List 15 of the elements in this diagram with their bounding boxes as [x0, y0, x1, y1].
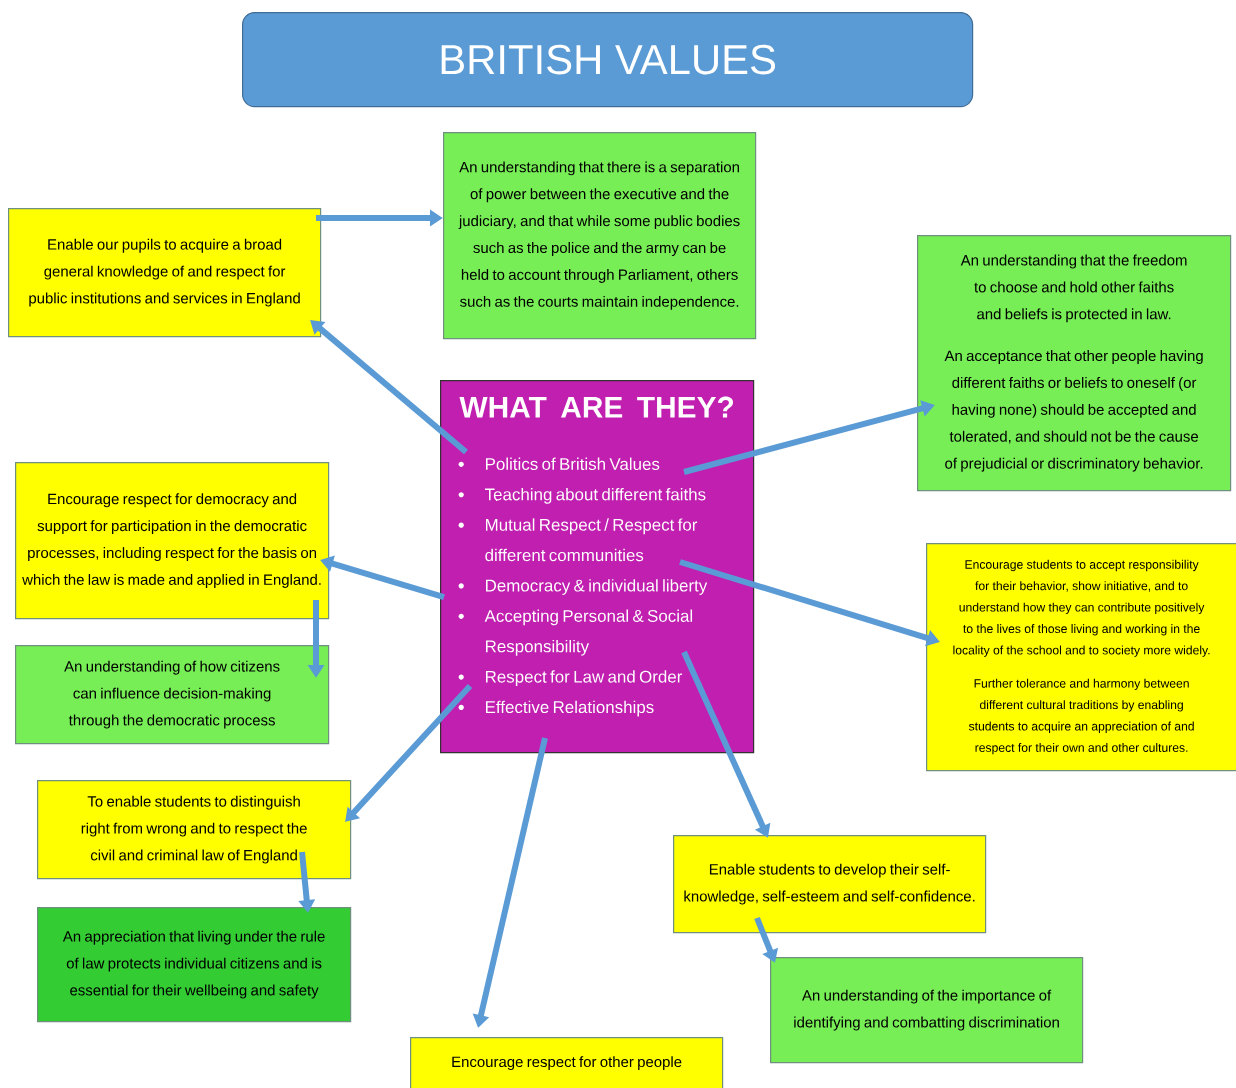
goal-box: Encourage students to accept responsibility for their behavior, show initiative, and to understand how they can contribute positively to the lives of those living and working in the locality of the school and to society more widely. Further tolerance and harmony between different cultural traditions by enabling students to acquire an appreciation of and respect for their own and other cultures.	[926, 543, 1236, 772]
arrow	[310, 320, 468, 455]
topic-box: WHAT ARE THEY? Politics of British Values Teaching about different faiths Mutual Respect / Respect for different communities Democracy & individual liberty Accepting Personal & Social Responsibility Respect for Law and Order Effective Relationships	[440, 380, 755, 754]
info-box: An understanding that there is a separation of power between the executive and the judiciary, and that while some public bodies such as the police and the army can be held to account through Parliament, others such as the courts maintain independence.	[443, 132, 757, 340]
info-box: An understanding of how citizens can influence decision-making through the democratic process	[15, 645, 330, 745]
title-banner: BRITISH VALUES	[242, 12, 974, 108]
info-box: An understanding that the freedom to choose and hold other faiths and beliefs is protected in law. An acceptance that other people having different faiths or beliefs to oneself (or having none) should be accepted and tolerated, and should not be the cause of prejudicial or discriminatory behavior.	[917, 235, 1232, 492]
goal-box: Enable our pupils to acquire a broad general knowledge of and respect for public institutions and services in England	[8, 208, 322, 338]
goal-box: Enable students to develop their self-knowledge, self-esteem and self-confidence.	[673, 835, 987, 934]
goal-box: To enable students to distinguish right from wrong and to respect the civil and criminal law of England	[37, 780, 352, 880]
goal-box: Encourage respect for other people	[410, 1037, 724, 1088]
goal-box: Encourage respect for democracy and support for participation in the democratic processes, including respect for the basis on which the law is made and applied in England.	[15, 462, 330, 620]
info-box: An understanding of the importance of identifying and combatting discrimination	[770, 957, 1084, 1064]
arrow	[345, 683, 473, 822]
info-box: An appreciation that living under the rule of law protects individual citizens and is essential for their wellbeing and safety	[37, 907, 352, 1023]
